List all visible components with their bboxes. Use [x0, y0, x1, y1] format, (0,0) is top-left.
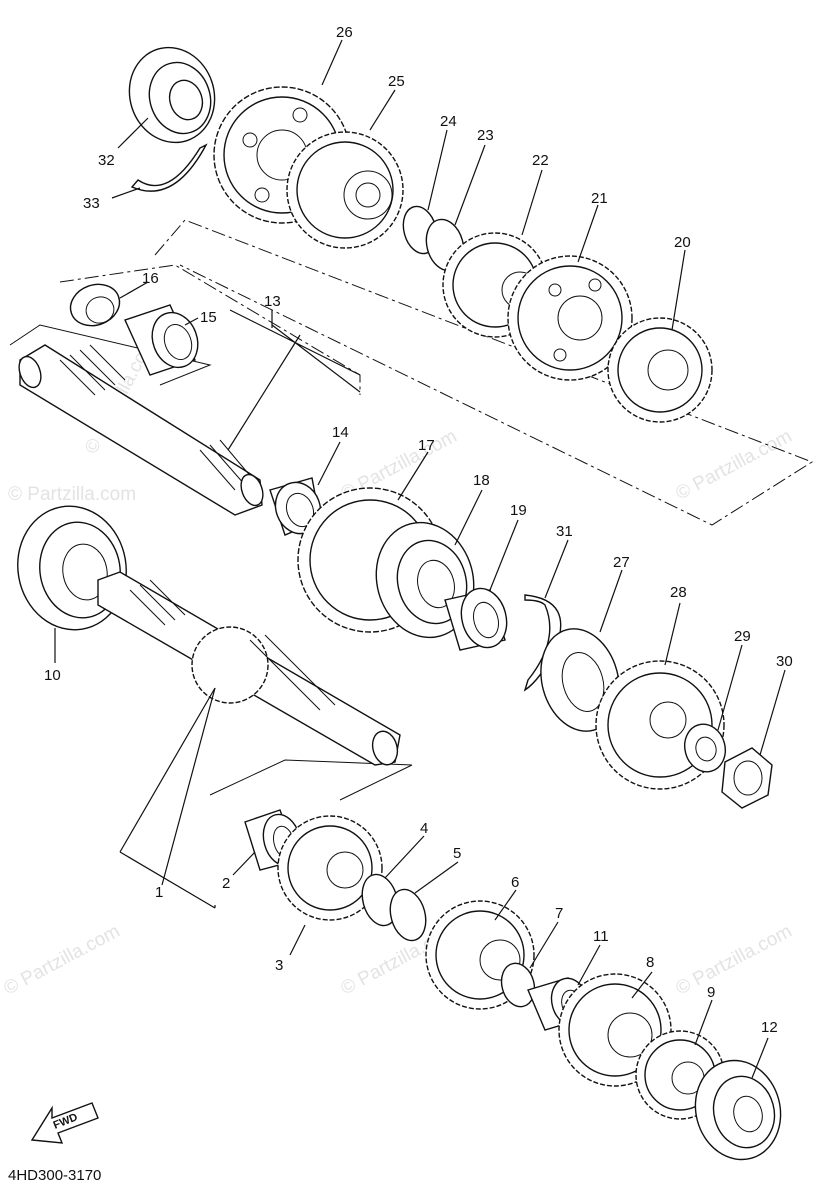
callout-30: 30: [776, 653, 793, 670]
reference-code: 4HD300-3170: [8, 1167, 101, 1184]
callout-16: 16: [142, 270, 159, 287]
shaft-bracket: [9, 324, 212, 386]
watermark: © Partzilla.com: [672, 921, 795, 1000]
callout-6: 6: [511, 874, 519, 891]
part-30-nut: [721, 747, 773, 809]
part-5-circlip: [389, 888, 427, 942]
group-outlines: [9, 219, 814, 801]
callout-18: 18: [473, 472, 490, 489]
watermark: © Partzilla.com: [8, 484, 136, 505]
callout-31: 31: [556, 523, 573, 540]
callout-8: 8: [646, 954, 654, 971]
callout-7: 7: [555, 905, 563, 922]
bracket-13-14: [227, 309, 361, 451]
callout-1: 1: [155, 884, 163, 901]
callout-14: 14: [332, 424, 349, 441]
callout-17: 17: [418, 437, 435, 454]
callout-2: 2: [222, 875, 230, 892]
callout-29: 29: [734, 628, 751, 645]
bracket-1: [119, 687, 216, 909]
callout-15: 15: [200, 309, 217, 326]
part-13-main-shaft: [18, 344, 264, 516]
part-19-collar: [444, 587, 508, 651]
callout-4: 4: [420, 820, 428, 837]
part-12-bearing: [694, 1059, 782, 1161]
callout-13: 13: [264, 293, 281, 310]
watermark: © Partzilla.com: [672, 426, 795, 505]
callout-27: 27: [613, 554, 630, 571]
callout-23: 23: [477, 127, 494, 144]
part-29-lock-washer: [684, 723, 726, 773]
watermark: © Partzilla.com: [0, 921, 123, 1000]
part-1-drive-axle: [97, 571, 401, 766]
callout-24: 24: [440, 113, 457, 130]
lower-bracket: [209, 759, 413, 801]
part-25-gear: [286, 131, 404, 249]
callout-9: 9: [707, 984, 715, 1001]
part-21-gear: [507, 255, 633, 381]
callout-32: 32: [98, 152, 115, 169]
callout-3: 3: [275, 957, 283, 974]
callout-28: 28: [670, 584, 687, 601]
part-10-bearing: [17, 505, 127, 631]
callout-12: 12: [761, 1019, 778, 1036]
fwd-arrow-icon: FWD: [30, 1102, 99, 1144]
callout-25: 25: [388, 73, 405, 90]
callout-5: 5: [453, 845, 461, 862]
part-7-washer: [500, 962, 536, 1008]
part-16-bushing: [69, 283, 121, 327]
part-15-bushing: [124, 304, 199, 376]
callout-21: 21: [591, 190, 608, 207]
part-20-gear: [607, 317, 713, 423]
part-31-clip: [523, 594, 562, 692]
callout-11: 11: [593, 928, 609, 945]
callout-22: 22: [532, 152, 549, 169]
part-3-gear: [277, 815, 383, 921]
callout-26: 26: [336, 24, 353, 41]
callout-numbers: 1 2 3 4 5 6 7 8 9 10 11 12 13 14 15 16 1…: [44, 24, 793, 1036]
callout-20: 20: [674, 234, 691, 251]
shaft-group-outline: [59, 264, 361, 395]
callout-10: 10: [44, 667, 61, 684]
callout-19: 19: [510, 502, 527, 519]
leader-lines: [54, 39, 786, 1079]
part-33-clip: [130, 143, 208, 192]
upper-group-outline: [154, 219, 814, 526]
callout-33: 33: [83, 195, 100, 212]
part-32-bearing: [128, 46, 216, 144]
